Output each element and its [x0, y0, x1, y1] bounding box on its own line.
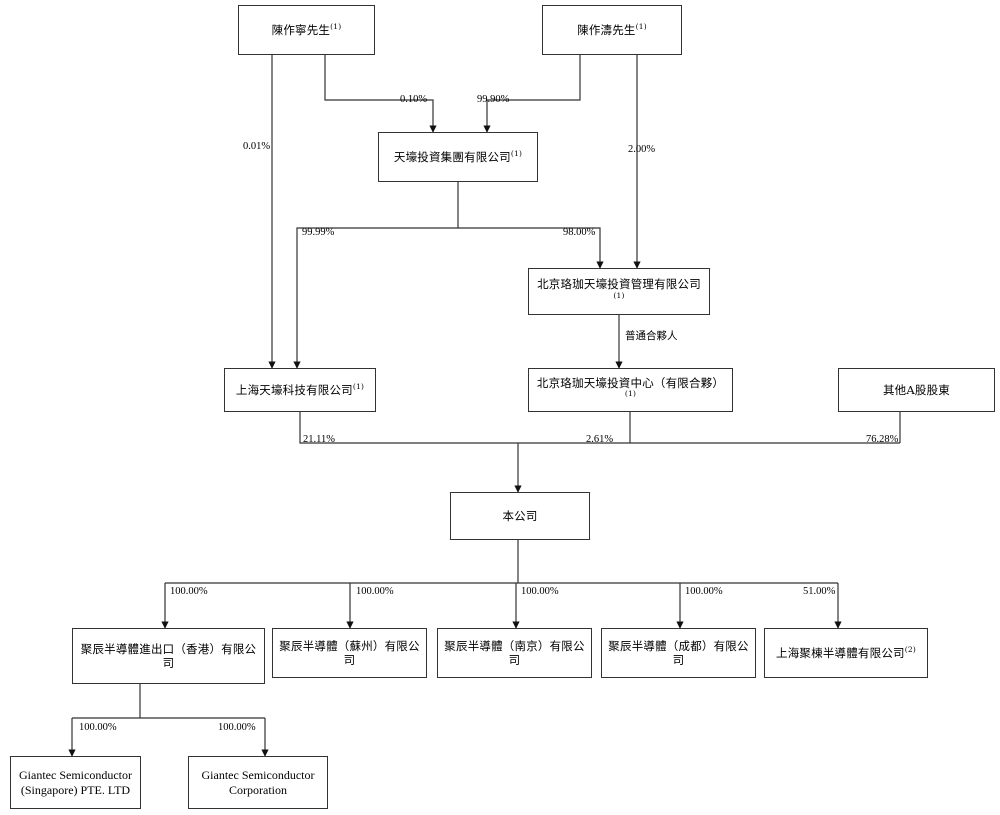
- node-giantec-singapore[interactable]: Giantec Semiconductor (Singapore) PTE. L…: [10, 756, 141, 809]
- node-other-a-share-holders-label: 其他A股股東: [882, 382, 950, 397]
- edge-label-company-to-chengdu: 100.00%: [685, 586, 723, 597]
- edge-label-center-to-company: 2.61%: [586, 434, 614, 445]
- node-giantec-singapore-label: Giantec Semiconductor (Singapore) PTE. L…: [19, 767, 132, 797]
- node-tianhao-investment-group-label: 天壕投資集團有限公司(1): [393, 148, 523, 164]
- edge-label-chen-zuotao-to-beijing-mgmt: 2.00%: [628, 144, 656, 155]
- node-giantec-hk[interactable]: 聚辰半導體進出口（香港）有限公司: [72, 628, 265, 684]
- edge-label-hk-to-corporation: 100.00%: [218, 722, 256, 733]
- edge-label-beijing-mgmt-to-center: 普通合夥人: [625, 330, 678, 342]
- edge-label-chen-zuoning-to-shanghai-tianhao: 0.01%: [243, 141, 271, 152]
- node-chen-zuotao[interactable]: 陳作濤先生(1): [542, 5, 682, 55]
- node-other-a-share-holders[interactable]: 其他A股股東: [838, 368, 995, 412]
- edge-label-shanghai-tianhao-to-company: 21.11%: [303, 434, 335, 445]
- node-giantec-nanjing-label: 聚辰半導體（南京）有限公司: [444, 638, 585, 667]
- node-giantec-hk-label: 聚辰半導體進出口（香港）有限公司: [80, 641, 257, 670]
- edge-label-group-to-beijing-mgmt: 98.00%: [563, 227, 596, 238]
- node-giantec-corporation-label: Giantec Semiconductor Corporation: [201, 767, 315, 797]
- node-the-company-label: 本公司: [502, 508, 538, 523]
- node-chen-zuoning-label: 陳作寧先生(1): [271, 21, 342, 37]
- node-beijing-luojia-tianhao-center[interactable]: 北京珞珈天壕投資中心（有限合夥）(1): [528, 368, 733, 412]
- node-beijing-luojia-tianhao-center-label: 北京珞珈天壕投資中心（有限合夥）(1): [536, 375, 725, 399]
- edge-label-company-to-judong: 51.00%: [803, 586, 836, 597]
- node-giantec-corporation[interactable]: Giantec Semiconductor Corporation: [188, 756, 328, 809]
- node-giantec-chengdu[interactable]: 聚辰半導體（成都）有限公司: [601, 628, 756, 678]
- node-shanghai-judong[interactable]: 上海聚棟半導體有限公司(2): [764, 628, 928, 678]
- edge-label-company-to-suzhou: 100.00%: [356, 586, 394, 597]
- node-beijing-luojia-tianhao-mgmt-label: 北京珞珈天壕投資管理有限公司(1): [537, 277, 701, 300]
- node-the-company[interactable]: 本公司: [450, 492, 590, 540]
- node-giantec-chengdu-label: 聚辰半導體（成都）有限公司: [608, 638, 749, 667]
- edge-label-other-a-share-to-company: 76.28%: [866, 434, 899, 445]
- node-chen-zuotao-label: 陳作濤先生(1): [577, 21, 647, 37]
- edge-label-chen-zuotao-to-group: 99.90%: [477, 94, 510, 105]
- node-chen-zuoning[interactable]: 陳作寧先生(1): [238, 5, 375, 55]
- node-giantec-nanjing[interactable]: 聚辰半導體（南京）有限公司: [437, 628, 592, 678]
- node-giantec-suzhou[interactable]: 聚辰半導體（蘇州）有限公司: [272, 628, 427, 678]
- edge-label-company-to-nanjing: 100.00%: [521, 586, 559, 597]
- node-shanghai-tianhao-tech-label: 上海天壕科技有限公司(1): [235, 381, 365, 397]
- edge-label-group-to-shanghai-tianhao: 99.99%: [302, 227, 335, 238]
- node-tianhao-investment-group[interactable]: 天壕投資集團有限公司(1): [378, 132, 538, 182]
- node-giantec-suzhou-label: 聚辰半導體（蘇州）有限公司: [279, 638, 420, 667]
- node-beijing-luojia-tianhao-mgmt[interactable]: 北京珞珈天壕投資管理有限公司(1): [528, 268, 710, 315]
- edge-label-chen-zuoning-to-group: 0.10%: [400, 94, 428, 105]
- edge-label-hk-to-singapore: 100.00%: [79, 722, 117, 733]
- node-shanghai-tianhao-tech[interactable]: 上海天壕科技有限公司(1): [224, 368, 376, 412]
- node-shanghai-judong-label: 上海聚棟半導體有限公司(2): [776, 644, 916, 660]
- edge-label-company-to-hk: 100.00%: [170, 586, 208, 597]
